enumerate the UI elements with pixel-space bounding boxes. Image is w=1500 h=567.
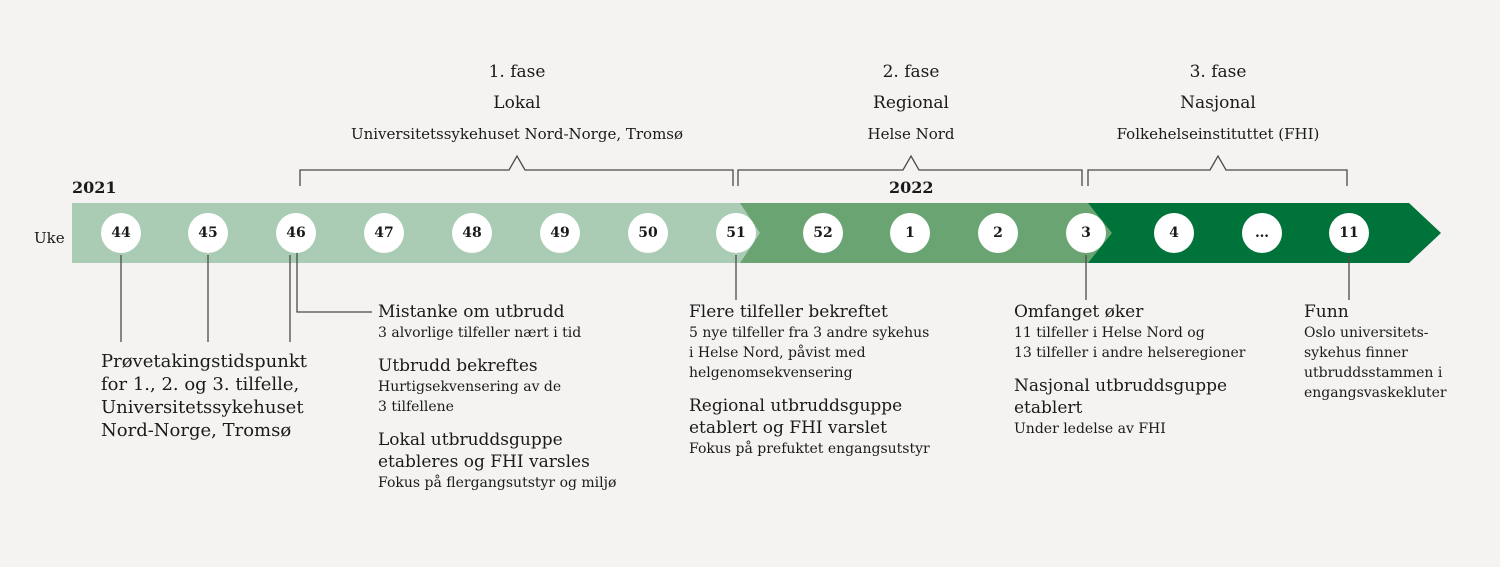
event-heading: Mistanke om utbrudd xyxy=(378,302,565,322)
event-heading: Regional utbruddsguppe xyxy=(689,396,903,416)
event-detail: i Helse Nord, påvist med xyxy=(689,345,866,361)
event-detail: 11 tilfeller i Helse Nord og xyxy=(1014,325,1205,341)
event-heading: Flere tilfeller bekreftet xyxy=(689,302,888,322)
week-circle: 45 xyxy=(188,213,228,253)
phase3-org: Folkehelseinstituttet (FHI) xyxy=(1116,125,1320,143)
events-week3: Omfanget øker 11 tilfeller i Helse Nord … xyxy=(1014,301,1284,439)
event-heading: Funn xyxy=(1304,302,1349,322)
phase2-brace xyxy=(737,154,1083,186)
week-circle: 48 xyxy=(452,213,492,253)
week-circle: 50 xyxy=(628,213,668,253)
phase2-name: Regional xyxy=(873,93,949,113)
events-week51: Flere tilfeller bekreftet 5 nye tilfelle… xyxy=(689,301,979,459)
phase3-name: Nasjonal xyxy=(1180,93,1256,113)
events-week11: Funn Oslo universitets- sykehus finner u… xyxy=(1304,301,1494,403)
event-heading: Lokal utbruddsguppe xyxy=(378,430,563,450)
phase3-brace xyxy=(1087,154,1348,186)
week-circle: 11 xyxy=(1329,213,1369,253)
event-heading: Nasjonal utbruddsguppe xyxy=(1014,376,1228,396)
event-heading: etableres og FHI varsles xyxy=(378,452,590,472)
week-circle: 51 xyxy=(716,213,756,253)
phase3-header: 3. fase Nasjonal Folkehelseinstituttet (… xyxy=(1068,57,1368,150)
week-circle: 44 xyxy=(101,213,141,253)
week-circle: 4 xyxy=(1154,213,1194,253)
week-circle: 47 xyxy=(364,213,404,253)
event-detail: 13 tilfeller i andre helseregioner xyxy=(1014,345,1246,361)
connector-lines xyxy=(120,252,1350,342)
event-heading: Utbrudd bekreftes xyxy=(378,356,538,376)
phase3-title: 3. fase xyxy=(1189,62,1247,82)
week-circle: 3 xyxy=(1066,213,1106,253)
event-heading: Omfanget øker xyxy=(1014,302,1144,322)
week-circle: 52 xyxy=(803,213,843,253)
event-detail: Hurtigsekvensering av de xyxy=(378,379,562,395)
phase2-title: 2. fase xyxy=(882,62,940,82)
phase1-title: 1. fase xyxy=(488,62,546,82)
event-detail: sykehus finner xyxy=(1304,345,1408,361)
event-detail: engangsvaskekluter xyxy=(1304,385,1447,401)
event-heading: etablert xyxy=(1014,398,1083,418)
week-circle: 1 xyxy=(890,213,930,253)
week-circle: 49 xyxy=(540,213,580,253)
sampling-note: Prøvetakingstidspunkt for 1., 2. og 3. t… xyxy=(101,350,307,442)
phase1-name: Lokal xyxy=(493,93,541,113)
sampling-note-line: Nord-Norge, Tromsø xyxy=(101,420,292,441)
phase1-header: 1. fase Lokal Universitetssykehuset Nord… xyxy=(317,57,717,150)
event-detail: utbruddsstammen i xyxy=(1304,365,1443,381)
event-detail: 3 tilfellene xyxy=(378,399,454,415)
sampling-note-line: Prøvetakingstidspunkt xyxy=(101,351,307,372)
event-detail: Oslo universitets- xyxy=(1304,325,1429,341)
event-detail: Fokus på prefuktet engangsutstyr xyxy=(689,441,930,457)
event-detail: helgenomsekvensering xyxy=(689,365,853,381)
event-detail: 3 alvorlige tilfeller nært i tid xyxy=(378,325,582,341)
phase2-org: Helse Nord xyxy=(867,125,955,143)
events-week46: Mistanke om utbrudd 3 alvorlige tilfelle… xyxy=(378,301,678,493)
year-2021-label: 2021 xyxy=(72,178,117,197)
sampling-note-line: for 1., 2. og 3. tilfelle, xyxy=(101,374,300,395)
event-detail: Fokus på flergangsutstyr og miljø xyxy=(378,475,617,491)
week-circle: 2 xyxy=(978,213,1018,253)
week-circle: 46 xyxy=(276,213,316,253)
week-label: Uke xyxy=(34,229,65,247)
event-heading: etablert og FHI varslet xyxy=(689,418,887,438)
sampling-note-line: Universitetssykehuset xyxy=(101,397,304,418)
phase1-band xyxy=(72,203,774,263)
phase1-brace xyxy=(299,154,734,186)
week-circle: … xyxy=(1242,213,1282,253)
phase1-org: Universitetssykehuset Nord-Norge, Tromsø xyxy=(350,125,684,143)
event-detail: 5 nye tilfeller fra 3 andre sykehus xyxy=(689,325,930,341)
year-2022-label: 2022 xyxy=(889,178,934,197)
event-detail: Under ledelse av FHI xyxy=(1014,421,1166,437)
phase2-header: 2. fase Regional Helse Nord xyxy=(761,57,1061,150)
